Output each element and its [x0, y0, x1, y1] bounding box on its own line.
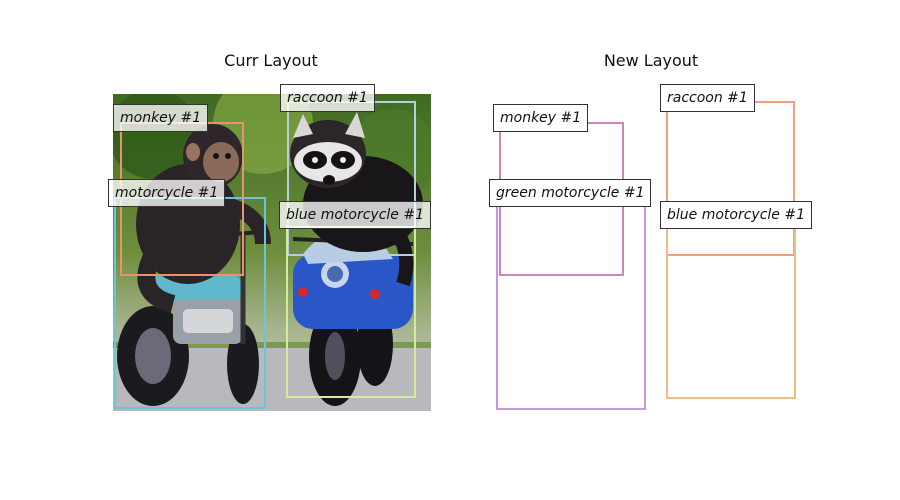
scene-image: [113, 94, 431, 411]
bbox-motorcycle-curr: [114, 197, 266, 409]
label-motorcycle-curr: motorcycle #1: [108, 179, 226, 207]
label-monkey-new: monkey #1: [493, 104, 589, 132]
label-blue-motorcycle-curr: blue motorcycle #1: [279, 201, 431, 229]
label-blue-motorcycle-new: blue motorcycle #1: [660, 201, 812, 229]
label-green-motorcycle-new: green motorcycle #1: [489, 179, 652, 207]
label-raccoon-curr: raccoon #1: [280, 84, 375, 112]
bbox-blue-motorcycle-curr: [286, 226, 416, 398]
label-raccoon-new: raccoon #1: [660, 84, 755, 112]
bbox-green-motorcycle-new: [496, 199, 646, 410]
label-monkey-curr: monkey #1: [113, 104, 209, 132]
motorcycle-illustration: [117, 230, 264, 406]
left-panel-title: Curr Layout: [224, 51, 318, 70]
right-panel-title: New Layout: [603, 51, 699, 70]
bbox-blue-motorcycle-new: [666, 226, 796, 399]
